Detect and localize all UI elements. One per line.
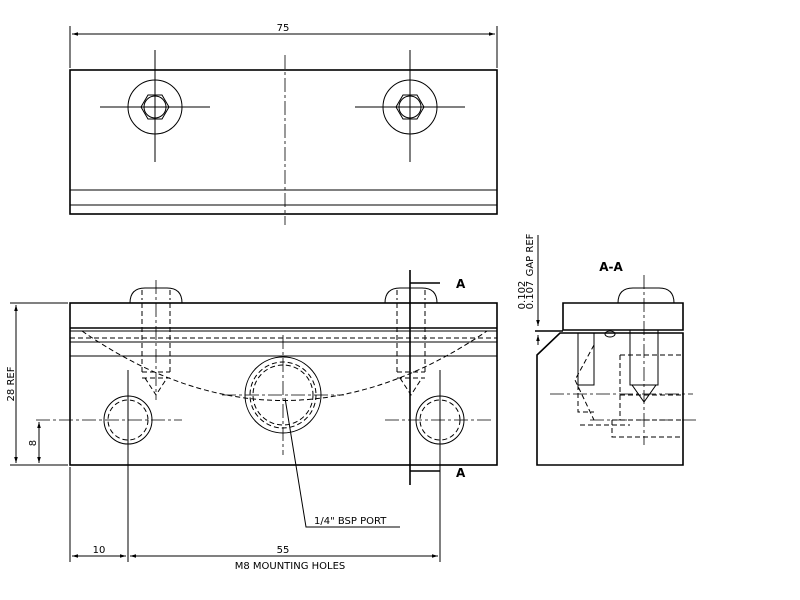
gap-upper: 0.107 <box>525 281 536 310</box>
port-note: 1/4" BSP PORT <box>314 516 387 527</box>
bolt-left <box>100 50 210 162</box>
section-mark-bottom: A <box>456 466 466 480</box>
dim-edge: 10 <box>93 545 106 556</box>
mounting-hole-right <box>385 370 494 562</box>
screw-right <box>384 287 438 396</box>
holes-note: M8 MOUNTING HOLES <box>235 561 346 572</box>
section-title: A-A <box>599 260 623 274</box>
section-view: A-A 0.107 0.102 GAP REF <box>517 233 697 466</box>
gap-note: GAP REF <box>525 233 536 276</box>
dim-width: 75 <box>277 23 290 34</box>
screw-left <box>129 280 183 400</box>
mounting-hole-left <box>36 370 182 562</box>
top-view: 75 <box>69 23 498 225</box>
gap-lower: 0.102 <box>517 281 528 310</box>
bsp-port <box>222 335 344 455</box>
front-view: A A 28 REF 8 10 55 M8 MOUNTING HOLES 1/4… <box>6 270 498 572</box>
port-leader <box>284 397 400 528</box>
dim-pitch: 55 <box>277 545 290 556</box>
dim-hole-height: 8 <box>28 440 39 446</box>
dim-height: 28 REF <box>6 366 17 401</box>
section-mark-top: A <box>456 277 466 291</box>
bolt-right <box>355 50 465 162</box>
